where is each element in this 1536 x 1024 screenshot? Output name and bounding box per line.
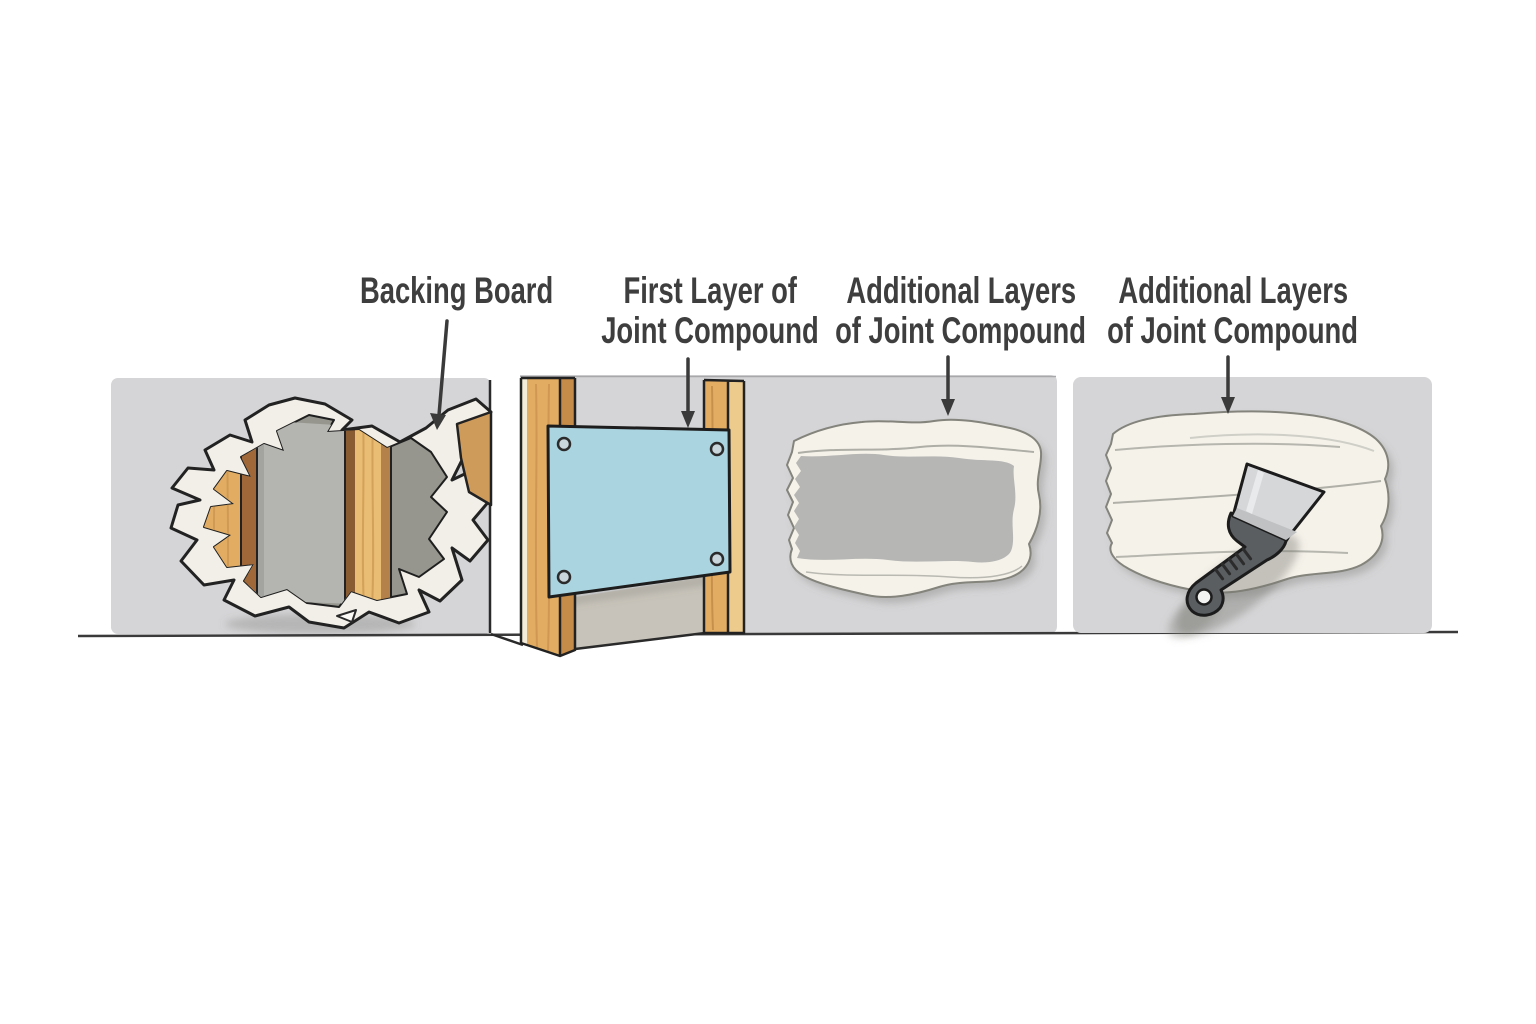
back-panel	[248, 420, 354, 604]
screw	[709, 551, 725, 567]
board-shadow	[550, 573, 730, 607]
stud-outlines	[204, 415, 392, 607]
stud-left-dark	[241, 415, 256, 607]
inner-wall-bottom-edge	[574, 631, 706, 651]
label-line: of Joint Compound	[1107, 310, 1359, 351]
knife-handle	[1185, 511, 1290, 617]
screw	[709, 441, 725, 457]
panel-joint-compound-final	[1073, 377, 1432, 638]
label-line: Joint Compound	[601, 310, 819, 351]
stud-right-dark	[345, 415, 355, 607]
label-arrows	[437, 319, 1230, 417]
putty-knife-icon	[1185, 462, 1326, 617]
compound-layer-line	[797, 444, 1035, 454]
arrowheads	[430, 397, 1235, 430]
label-line: of Joint Compound	[835, 310, 1087, 351]
grip-notches	[1213, 547, 1253, 581]
label-line: First Layer of	[623, 270, 797, 311]
stud-right-edge	[381, 415, 391, 607]
exposed-wood-patch	[455, 410, 493, 507]
screw	[556, 436, 572, 452]
wall-corner-bottom	[490, 632, 524, 647]
label-line: Additional Layers	[846, 270, 1076, 311]
blade-lower-band	[1233, 508, 1297, 540]
panel-damaged-wall	[111, 378, 493, 634]
label-line: Backing Board	[360, 270, 554, 311]
backing-board	[546, 424, 732, 599]
patch-center-tape	[794, 453, 1016, 563]
panel-joint-compound-first	[786, 418, 1047, 604]
arrow-backing-board	[437, 319, 449, 417]
paper-scrap	[336, 609, 357, 623]
compound-layer-line	[805, 565, 1023, 579]
handle-hole	[1195, 588, 1213, 606]
blade-highlight	[1246, 470, 1264, 514]
label-line: Additional Layers	[1118, 270, 1348, 311]
stud-highlight	[521, 378, 527, 645]
screw	[556, 569, 572, 585]
stud-right	[355, 415, 381, 607]
panel-backing-board	[490, 376, 746, 658]
